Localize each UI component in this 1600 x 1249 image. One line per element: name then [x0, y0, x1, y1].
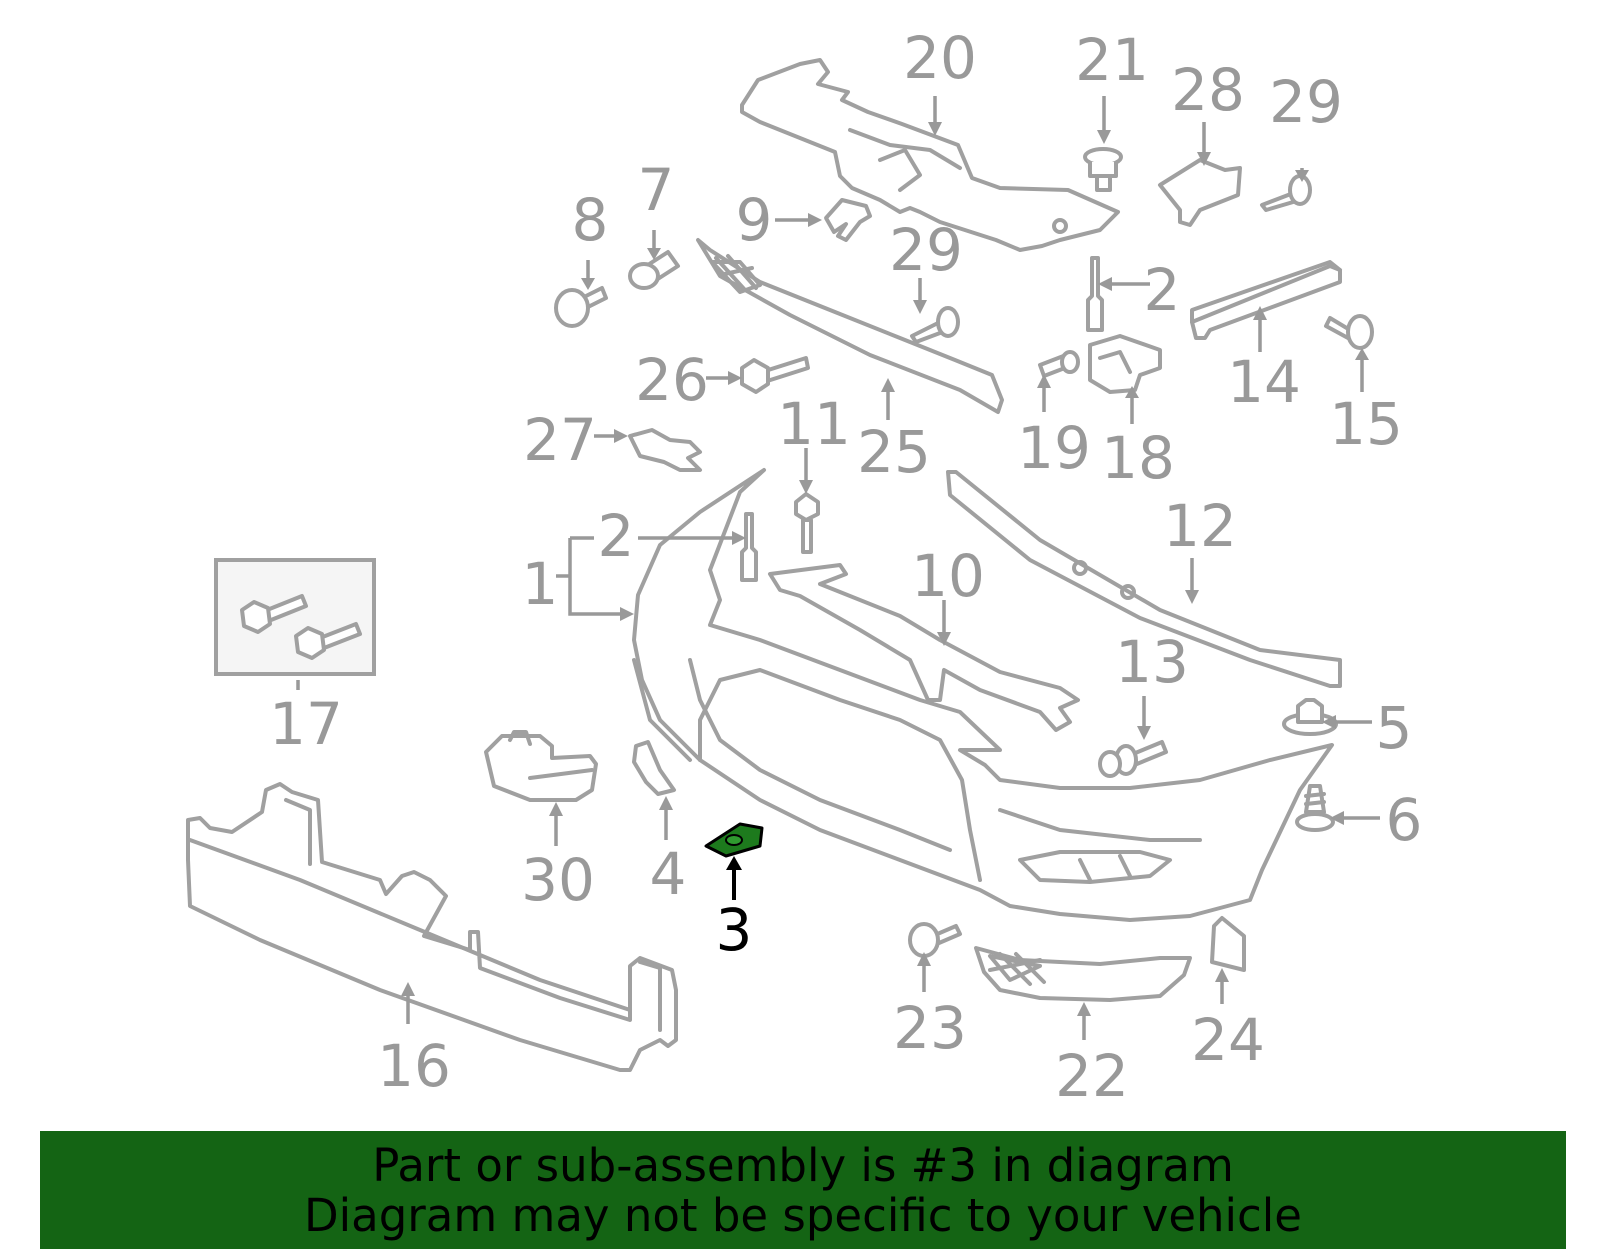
part-12-reinforcement: [946, 470, 1342, 688]
callout-17: 17: [269, 690, 343, 758]
part-29-screw-mid: [910, 306, 960, 344]
callout-2-lower: 2: [598, 502, 635, 570]
part-27-bracket: [628, 428, 702, 472]
part-2-stud-upper: [1086, 256, 1104, 332]
callout-labels: 20 21 28 29 7 8 9 29 2 26 14 15 27 11 25…: [269, 24, 1422, 1110]
callout-25: 25: [857, 418, 931, 486]
callout-6: 6: [1386, 786, 1423, 854]
callout-22: 22: [1055, 1042, 1129, 1110]
part-4-trim: [632, 740, 676, 796]
part-9-clip: [824, 198, 872, 242]
callout-2-upper: 2: [1144, 256, 1181, 324]
callout-18: 18: [1101, 424, 1175, 492]
part-22-fog-bezel: [974, 946, 1192, 1002]
part-29-screw-top: [1260, 174, 1312, 212]
info-banner: Part or sub-assembly is #3 in diagram Di…: [40, 1131, 1566, 1249]
part-19-bolt: [1038, 350, 1080, 378]
part-28-bracket: [1158, 158, 1242, 227]
banner-line-2: Diagram may not be specific to your vehi…: [304, 1189, 1302, 1242]
part-10-center-support: [768, 563, 1080, 732]
part-24-bracket: [1210, 916, 1246, 972]
callout-5: 5: [1376, 694, 1413, 762]
part-26-bolt: [740, 356, 810, 394]
callout-28: 28: [1171, 56, 1245, 124]
callout-26: 26: [635, 346, 709, 414]
callout-3: 3: [716, 896, 753, 964]
callout-24: 24: [1191, 1006, 1265, 1074]
callout-9: 9: [736, 186, 773, 254]
callout-10: 10: [911, 542, 985, 610]
part-7-grommet: [628, 250, 680, 290]
callout-15: 15: [1329, 390, 1403, 458]
part-20-radiator-support-cover: [740, 58, 1120, 252]
callout-14: 14: [1227, 348, 1301, 416]
callout-19: 19: [1017, 414, 1091, 482]
part-13-clip: [1098, 740, 1168, 778]
part-11-bolt: [794, 492, 820, 554]
callout-11: 11: [777, 390, 851, 458]
leader-arrows: [296, 96, 1380, 1040]
callout-27: 27: [523, 406, 597, 474]
part-16-reinforcement-bar: [186, 782, 678, 1072]
part-3-nut-clip-highlighted: [704, 822, 764, 858]
banner-line-1: Part or sub-assembly is #3 in diagram: [372, 1139, 1234, 1192]
part-14-strip: [1190, 260, 1342, 340]
callout-1: 1: [522, 550, 559, 618]
callout-16: 16: [377, 1032, 451, 1100]
callout-8: 8: [572, 186, 609, 254]
callout-29-top: 29: [1269, 68, 1343, 136]
callout-20: 20: [903, 24, 977, 92]
part-6-screw: [1295, 784, 1335, 832]
part-25-upper-grille: [696, 238, 1004, 414]
callout-29-mid: 29: [889, 216, 963, 284]
part-15-clip: [1324, 314, 1374, 350]
part-18-bracket: [1088, 334, 1162, 394]
part-23-clip: [908, 922, 962, 958]
callout-13: 13: [1115, 628, 1189, 696]
part-17-bolt-set: [214, 558, 376, 676]
callout-23: 23: [893, 994, 967, 1062]
callout-4: 4: [650, 840, 687, 908]
part-8-bolt: [554, 286, 608, 328]
part-30-bracket: [484, 730, 598, 802]
callout-7: 7: [638, 156, 675, 224]
arrow-3-highlight: [726, 856, 742, 900]
part-5-clip: [1282, 698, 1338, 736]
part-21-clip: [1083, 147, 1123, 192]
part-2-stud-lower: [740, 512, 758, 582]
part-1-bumper-cover: [632, 468, 1334, 922]
callout-21: 21: [1075, 26, 1149, 94]
callout-12: 12: [1163, 492, 1237, 560]
callout-30: 30: [521, 846, 595, 914]
